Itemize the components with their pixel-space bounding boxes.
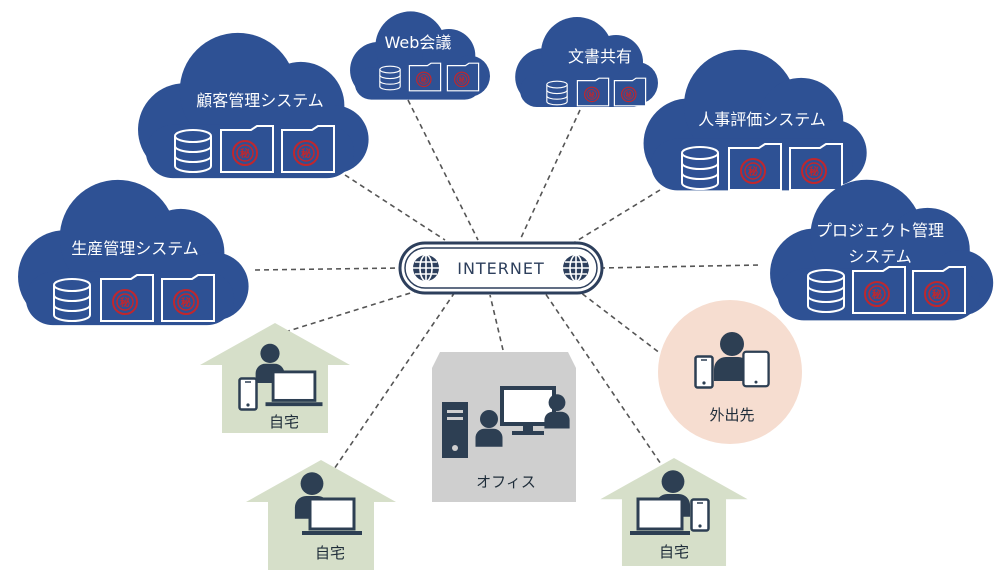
line-project (599, 264, 761, 269)
cloud-document-sharing: 文書共有 (515, 17, 658, 107)
line-outside (579, 291, 666, 358)
folder-icon (613, 77, 647, 107)
office-label: オフィス (476, 473, 536, 491)
home-right-label: 自宅 (659, 543, 689, 561)
server-icon (442, 402, 468, 458)
cloud-hr-evaluation: 人事評価システム (643, 49, 867, 191)
phone-icon (690, 498, 710, 532)
folder-icon (100, 274, 154, 322)
laptop-icon (302, 497, 362, 537)
folder-icon (446, 62, 480, 92)
connector-lines (254, 99, 761, 476)
home-left-upper: 自宅 (200, 323, 350, 433)
folder-icon (789, 143, 843, 191)
home-left-lower-label: 自宅 (315, 544, 345, 562)
tablet-icon (742, 350, 770, 388)
folder-icon (576, 77, 610, 107)
cloud-web-meeting: Web会議 (350, 11, 490, 100)
database-icon (546, 80, 568, 106)
folder-icon (281, 125, 335, 173)
database-icon (174, 129, 212, 173)
laptop-icon (630, 497, 690, 537)
home-left-lower: 自宅 (246, 460, 396, 570)
internet-hub: INTERNET (398, 241, 604, 295)
line-production (254, 267, 401, 271)
line-home-left-lower (329, 291, 456, 476)
line-web-meeting (407, 99, 479, 241)
line-office (489, 294, 504, 351)
line-home-left-upper (284, 289, 421, 333)
internet-label: INTERNET (457, 259, 545, 278)
line-doc-share (519, 109, 581, 241)
folder-icon (912, 266, 966, 314)
laptop-icon (264, 370, 324, 408)
folder-icon (408, 62, 442, 92)
cloud-document-sharing-label: 文書共有 (568, 47, 632, 66)
outside-location: 外出先 (658, 300, 802, 444)
phone-icon (694, 355, 714, 389)
cloud-hr-evaluation-label: 人事評価システム (698, 110, 826, 129)
database-icon (53, 278, 91, 322)
phone-icon (238, 377, 258, 411)
home-right: 自宅 (600, 458, 748, 566)
monitor-icon (500, 386, 556, 435)
database-icon (681, 146, 719, 190)
line-customer (344, 174, 446, 241)
cloud-project-management: プロジェクト管理 システム (770, 179, 994, 321)
office: オフィス (432, 352, 576, 502)
folder-icon (852, 266, 906, 314)
cloud-project-management-label-line2: システム (848, 247, 912, 266)
globe-icon (412, 254, 440, 282)
cloud-production-management: 生産管理システム (18, 179, 249, 326)
cloud-customer-management: 顧客管理システム (138, 32, 369, 179)
folder-icon (161, 274, 215, 322)
cloud-production-management-label: 生産管理システム (71, 239, 199, 258)
folder-icon (728, 143, 782, 191)
database-icon (379, 65, 401, 91)
globe-icon (562, 254, 590, 282)
outside-label: 外出先 (709, 406, 754, 424)
cloud-web-meeting-label: Web会議 (385, 33, 452, 52)
folder-icon (220, 125, 274, 173)
home-left-upper-label: 自宅 (269, 413, 299, 431)
line-hr (569, 189, 661, 246)
database-icon (807, 269, 845, 313)
cloud-project-management-label-line1: プロジェクト管理 (816, 221, 944, 240)
cloud-customer-management-label: 顧客管理システム (196, 91, 324, 110)
